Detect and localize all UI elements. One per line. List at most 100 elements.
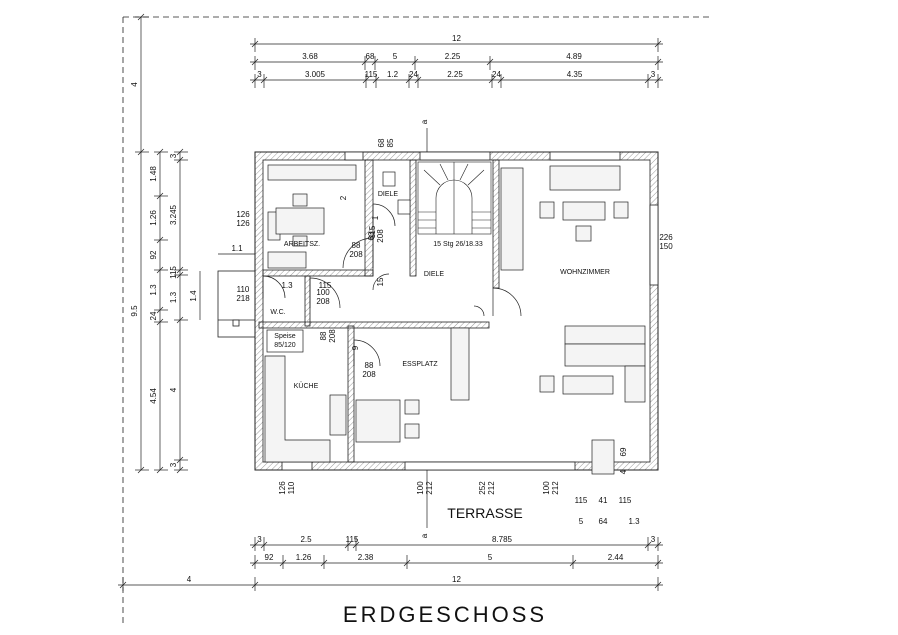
- dim-label-bottom-0-3: 8.785: [492, 535, 513, 544]
- dim-label-bottom-0-4: 3: [651, 535, 656, 544]
- opening-label-5-b: 208: [316, 297, 330, 306]
- dim-label-top-1-1: 68: [366, 52, 375, 61]
- windows: [281, 151, 659, 471]
- opening-label-9-b: 110: [287, 481, 296, 494]
- opening-label-12-a: 100: [542, 481, 551, 495]
- room-label-arbeitsz: ARBEITSZ.: [284, 241, 320, 248]
- opening-label-9-a: 126: [278, 481, 287, 495]
- dim-label-left-0-0: 4: [130, 82, 139, 87]
- opening-label-4-b: 218: [236, 294, 250, 303]
- opening-label-5-a: 100: [316, 288, 330, 297]
- opening-label-7-b: 208: [328, 329, 337, 343]
- room-label-diele_top: DIELE: [378, 191, 399, 198]
- property-lines: [122, 16, 710, 625]
- dim-label-left-2-5: 3: [169, 462, 178, 467]
- dim-label-top-2-0: 3: [257, 70, 262, 79]
- room-label-diele: DIELE: [424, 271, 445, 278]
- dim-label-top-2-4: 24: [409, 70, 418, 79]
- opening-label-7-a: 88: [319, 331, 328, 340]
- dim-label-top-2-5: 2.25: [447, 70, 463, 79]
- misc-label-5: 115: [319, 281, 332, 290]
- plan-title: ERDGESCHOSS: [343, 602, 547, 627]
- room-label-stairs: 15 Stg 26/18.33: [433, 241, 483, 248]
- opening-label-8-a: 226: [659, 233, 673, 242]
- door-swings: [262, 203, 522, 367]
- opening-label-0-b: 126: [236, 219, 250, 228]
- room-label-wohnzimmer: WOHNZIMMER: [560, 269, 610, 276]
- misc-label-1: 1: [371, 215, 380, 220]
- dim-label-right-7: 4: [619, 469, 628, 474]
- room-label-kueche: KÜCHE: [294, 382, 319, 390]
- dim-label-left-2-3: 1.3: [169, 291, 178, 303]
- dim-label-right-4: 64: [599, 517, 608, 526]
- dim-label-bottom-1-2: 2.38: [358, 553, 374, 562]
- dim-label-top-2-6: 24: [492, 70, 501, 79]
- staircase: [417, 161, 492, 235]
- dim-label-bottom-1-1: 1.26: [296, 553, 312, 562]
- dim-label-bottom-1-4: 2.44: [608, 553, 624, 562]
- misc-label-3: 15: [376, 277, 385, 286]
- opening-label-11-b: 212: [487, 481, 496, 495]
- dim-label-left-1-0: 1.48: [149, 166, 158, 182]
- opening-label-8-b: 150: [659, 242, 673, 251]
- dim-label-top-1-2: 5: [393, 52, 398, 61]
- wc-extension: [217, 270, 256, 338]
- dim-label-left-2-0: 3: [169, 153, 178, 158]
- misc-label-0: 2: [339, 195, 348, 200]
- room-label-wc: W.C.: [270, 309, 285, 316]
- dim-label-top-2-8: 3: [651, 70, 656, 79]
- outer-walls: [254, 151, 659, 471]
- dim-label-left-1-1: 1.26: [149, 210, 158, 226]
- dim-label-top-0-0: 12: [452, 34, 461, 43]
- opening-label-3-b: 208: [376, 229, 385, 243]
- dim-label-right-1: 41: [599, 496, 608, 505]
- misc-label-6: 9: [351, 345, 360, 350]
- room-label-speise_size: 85/120: [274, 342, 296, 349]
- misc-label-4: 1.3: [281, 281, 293, 290]
- dim-label-left-0-1: 9.5: [130, 305, 139, 317]
- opening-label-2-b: 208: [349, 250, 363, 259]
- opening-label-1-a: 68: [377, 138, 386, 147]
- dim-label-bottom-0-1: 2.5: [300, 535, 312, 544]
- dim-label-left-1-3: 1.3: [149, 284, 158, 296]
- dim-label-bottom-2-0: 4: [187, 575, 192, 584]
- room-label-speise: Speise: [274, 333, 296, 340]
- misc-label-2: 115: [368, 225, 377, 238]
- dim-label-left-small-1: 1.1: [231, 244, 243, 253]
- dim-label-top-1-0: 3.68: [302, 52, 318, 61]
- dim-label-bottom-1-0: 92: [265, 553, 274, 562]
- opening-label-3-a: 63: [367, 231, 376, 240]
- opening-label-6-b: 208: [362, 370, 376, 379]
- dim-label-bottom-0-0: 3: [257, 535, 262, 544]
- opening-label-0-a: 126: [236, 210, 250, 219]
- dim-label-right-0: 115: [575, 496, 588, 505]
- dim-label-right-6: 69: [619, 447, 628, 456]
- opening-label-12-b: 212: [551, 481, 560, 495]
- furniture: [264, 164, 646, 475]
- dim-label-top-2-2: 115: [365, 70, 378, 79]
- dim-label-bottom-1-3: 5: [488, 553, 493, 562]
- dim-label-top-1-4: 4.89: [566, 52, 582, 61]
- section-mark-bottom: a: [420, 533, 429, 538]
- dim-label-right-5: 1.3: [628, 517, 640, 526]
- opening-label-6-a: 88: [365, 361, 374, 370]
- opening-label-2-a: 88: [352, 241, 361, 250]
- dimension-lines: [118, 13, 663, 591]
- dim-label-left-2-2: 115: [169, 266, 178, 279]
- dim-label-left-1-2: 92: [149, 250, 158, 259]
- opening-label-11-a: 252: [478, 481, 487, 495]
- dim-label-top-2-7: 4.35: [567, 70, 583, 79]
- dim-label-left-1-5: 4.54: [149, 388, 158, 404]
- room-label-essplatz: ESSPLATZ: [402, 361, 438, 368]
- dim-label-bottom-2-1: 12: [452, 575, 461, 584]
- dim-label-top-2-1: 3.005: [305, 70, 326, 79]
- dim-label-right-3: 5: [579, 517, 584, 526]
- section-mark-top: a: [420, 119, 429, 124]
- opening-label-1-b: 85: [386, 138, 395, 147]
- dim-label-top-2-3: 1.2: [387, 70, 399, 79]
- dim-label-left-1-4: 24: [149, 311, 158, 320]
- opening-label-4-a: 110: [237, 285, 250, 294]
- interior-walls: [258, 159, 500, 463]
